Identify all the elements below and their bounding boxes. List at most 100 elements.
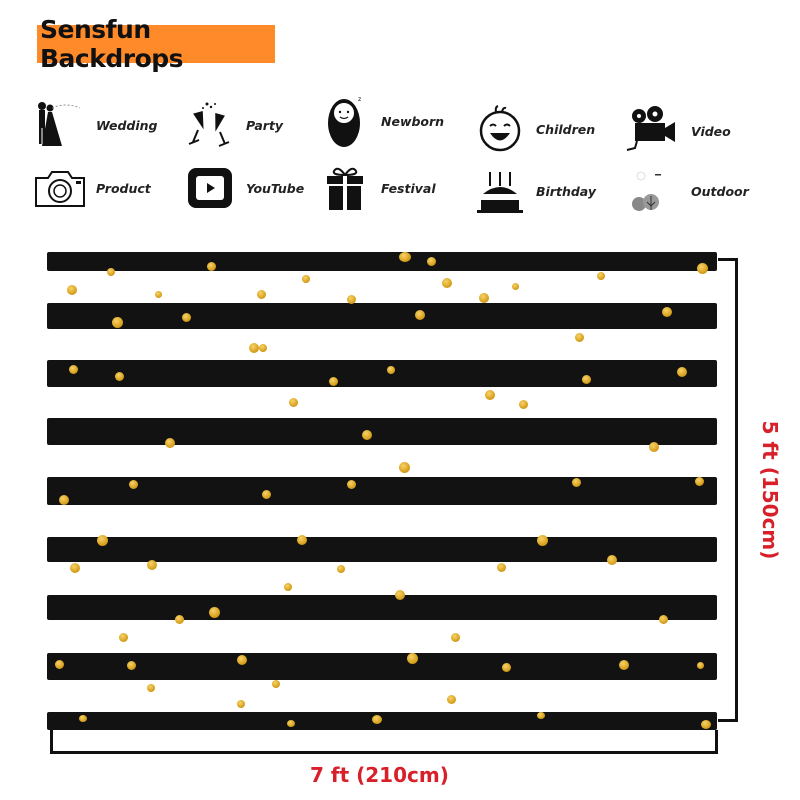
gift-box-icon	[315, 163, 375, 213]
gold-dot	[677, 367, 687, 377]
gold-dot	[302, 275, 310, 283]
stripe	[47, 712, 717, 730]
gold-dot	[485, 390, 495, 400]
gold-dot	[262, 490, 271, 499]
gold-dot	[257, 290, 266, 299]
gold-dot	[582, 375, 591, 384]
gold-dot	[182, 313, 191, 322]
stripe	[47, 360, 717, 387]
gold-dot	[67, 285, 77, 295]
gold-dot	[347, 295, 356, 304]
gold-dot	[209, 607, 220, 618]
category-label: Wedding	[96, 117, 158, 133]
category-party: Party	[180, 100, 283, 150]
swaddled-baby-icon: z	[315, 96, 375, 147]
gold-dot	[207, 262, 216, 271]
width-dimension-line	[50, 730, 718, 754]
gold-dot	[55, 660, 64, 669]
brand-title: Sensfun Backdrops	[40, 15, 184, 73]
category-label: Party	[246, 117, 284, 133]
category-product: Product	[30, 163, 151, 213]
gold-dot	[237, 700, 245, 708]
gold-dot	[697, 662, 704, 669]
stripe	[47, 252, 717, 271]
gold-dot	[59, 495, 69, 505]
gold-dot	[415, 310, 425, 320]
stripe	[47, 653, 717, 680]
gold-dot	[399, 252, 411, 262]
gold-dot	[502, 663, 511, 672]
height-label: 5 ft (150cm)	[758, 420, 782, 560]
gold-dot	[119, 633, 128, 642]
wedding-couple-icon	[30, 100, 90, 150]
gold-dot	[497, 563, 506, 572]
youtube-play-icon	[180, 163, 240, 213]
gold-dot	[284, 583, 292, 591]
gold-dot	[79, 715, 87, 722]
birthday-cake-icon	[470, 166, 530, 216]
gold-dot	[237, 655, 247, 665]
gold-dot	[69, 365, 78, 374]
gold-dot	[395, 590, 405, 600]
stripe	[47, 595, 717, 620]
gold-dot	[607, 555, 617, 565]
gold-dot	[362, 430, 372, 440]
category-youtube: YouTube	[180, 163, 304, 213]
category-newborn: z Newborn	[315, 96, 445, 147]
gold-dot	[70, 563, 80, 573]
gold-dot	[147, 684, 155, 692]
gold-dot	[165, 438, 175, 448]
category-label: Newborn	[381, 113, 445, 129]
smiling-child-face-icon	[470, 104, 530, 154]
gold-dot	[259, 344, 267, 352]
gold-dot	[427, 257, 436, 266]
category-label: Festival	[381, 180, 436, 196]
gold-dot	[97, 535, 108, 546]
gold-dot	[155, 291, 162, 298]
gold-dot	[701, 720, 711, 729]
category-children: Children	[470, 104, 595, 154]
gold-dot	[695, 477, 704, 486]
gold-dot	[112, 317, 123, 328]
gold-dot	[272, 680, 280, 688]
gold-dot	[697, 263, 708, 274]
gold-dot	[175, 615, 184, 624]
height-dimension-line	[718, 258, 738, 722]
stripe	[47, 537, 717, 562]
champagne-glasses-icon	[180, 100, 240, 150]
gold-dot	[347, 480, 356, 489]
category-birthday: Birthday	[470, 166, 596, 216]
category-outdoor: Outdoor	[625, 166, 749, 216]
gold-dot	[115, 372, 124, 381]
gold-dot	[619, 660, 629, 670]
gold-dot	[649, 442, 659, 452]
gold-dot	[442, 278, 452, 288]
gold-dot	[659, 615, 668, 624]
category-label: Children	[536, 121, 596, 137]
gold-dot	[147, 560, 157, 570]
film-camera-icon	[625, 106, 685, 156]
category-wedding: Wedding	[30, 100, 158, 150]
category-video: Video	[625, 106, 731, 156]
gold-dot	[537, 712, 545, 719]
gold-dot	[337, 565, 345, 573]
category-label: Video	[691, 123, 731, 139]
brand-banner: Sensfun Backdrops	[37, 15, 275, 73]
gold-dot	[512, 283, 519, 290]
gold-dot	[479, 293, 489, 303]
camera-icon	[30, 163, 90, 213]
width-label: 7 ft (210cm)	[310, 763, 449, 787]
gold-dot	[107, 268, 115, 276]
gold-dot	[447, 695, 456, 704]
gold-dot	[519, 400, 528, 409]
category-label: Birthday	[536, 183, 596, 199]
gold-dot	[451, 633, 460, 642]
gold-dot	[249, 343, 259, 353]
gold-dot	[407, 653, 418, 664]
trees-icon	[625, 166, 685, 216]
gold-dot	[662, 307, 672, 317]
gold-dot	[575, 333, 584, 342]
gold-dot	[297, 535, 307, 545]
category-festival: Festival	[315, 163, 436, 213]
category-label: Product	[96, 180, 151, 196]
